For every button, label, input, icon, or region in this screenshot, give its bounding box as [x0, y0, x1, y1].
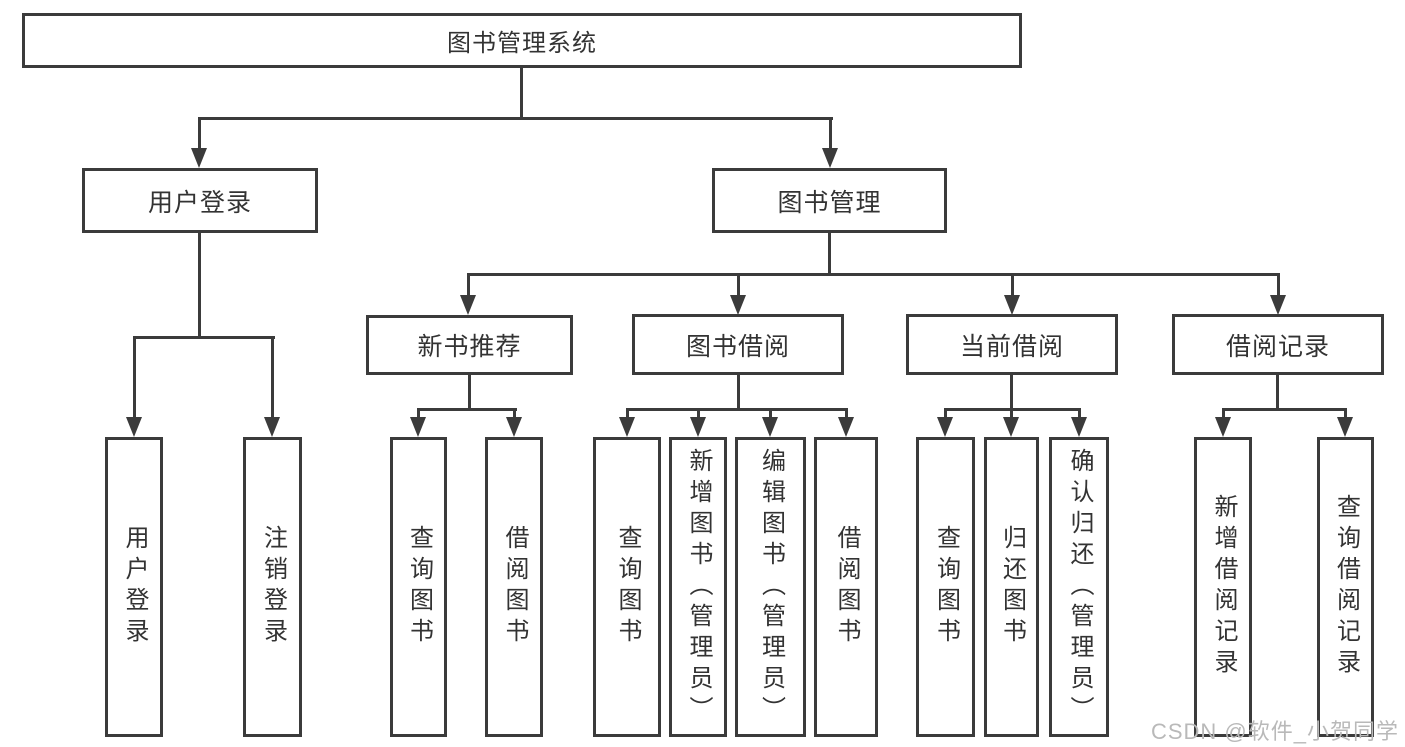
node-book-borrowing: 图书借阅 [632, 314, 844, 375]
connector-line [468, 373, 471, 411]
connector-line [198, 117, 833, 120]
connector-line [198, 117, 201, 150]
leaf-label: 查询借阅记录 [1332, 494, 1360, 680]
leaf-confirm-return-admin: 确认归还（管理员） [1049, 437, 1109, 737]
node-borrowing-records: 借阅记录 [1172, 314, 1384, 375]
connector-line [1344, 408, 1347, 420]
arrow-down-icon [1004, 295, 1020, 315]
node-new-book-recommend: 新书推荐 [366, 315, 573, 375]
connector-line [769, 408, 772, 420]
leaf-add-borrow-record: 新增借阅记录 [1194, 437, 1252, 737]
leaf-query-borrow-record: 查询借阅记录 [1317, 437, 1374, 737]
connector-line [1276, 373, 1279, 411]
leaf-label: 查询图书 [932, 525, 960, 649]
arrow-down-icon [1003, 417, 1019, 437]
leaf-label: 借阅图书 [501, 525, 528, 649]
leaf-query-books: 查询图书 [390, 437, 447, 737]
arrow-down-icon [1071, 417, 1087, 437]
arrow-down-icon [838, 417, 854, 437]
arrow-down-icon [460, 295, 476, 315]
connector-line [1011, 273, 1014, 297]
connector-line [1277, 273, 1280, 297]
connector-line [417, 408, 420, 420]
arrow-down-icon [264, 417, 280, 437]
leaf-label: 借阅图书 [833, 525, 860, 649]
leaf-label: 归还图书 [998, 525, 1026, 649]
leaf-label: 确认归还（管理员） [1066, 447, 1093, 727]
node-current-borrowing: 当前借阅 [906, 314, 1118, 375]
connector-line [513, 408, 516, 420]
leaf-query-books: 查询图书 [593, 437, 661, 737]
leaf-return-books: 归还图书 [984, 437, 1039, 737]
arrow-down-icon [937, 417, 953, 437]
leaf-label: 查询图书 [614, 525, 641, 649]
arrow-down-icon [191, 148, 207, 168]
leaf-borrow-books: 借阅图书 [485, 437, 543, 737]
node-user-login-branch: 用户登录 [82, 168, 318, 233]
arrow-down-icon [1270, 295, 1286, 315]
arrow-down-icon [1215, 417, 1231, 437]
connector-line [133, 336, 275, 339]
leaf-label: 用户登录 [121, 525, 148, 649]
leaf-user-login: 用户登录 [105, 437, 163, 737]
arrow-down-icon [506, 417, 522, 437]
connector-line [737, 273, 740, 297]
connector-line [1010, 373, 1013, 411]
leaf-label: 新增借阅记录 [1210, 494, 1237, 680]
connector-line [944, 408, 947, 420]
node-book-management-branch: 图书管理 [712, 168, 947, 233]
arrow-down-icon [619, 417, 635, 437]
connector-line [626, 408, 629, 420]
leaf-label: 编辑图书（管理员） [757, 447, 785, 727]
connector-line [520, 66, 523, 119]
connector-line [1222, 408, 1347, 411]
arrow-down-icon [762, 417, 778, 437]
leaf-label: 查询图书 [405, 525, 433, 649]
connector-line [626, 408, 848, 411]
arrow-down-icon [822, 148, 838, 168]
arrow-down-icon [1337, 417, 1353, 437]
csdn-watermark: CSDN @软件_小贺同学 [1150, 719, 1399, 744]
connector-line [271, 336, 274, 419]
arrow-down-icon [730, 295, 746, 315]
leaf-query-books: 查询图书 [916, 437, 975, 737]
node-root-system: 图书管理系统 [22, 13, 1022, 68]
connector-line [697, 408, 700, 420]
leaf-label: 新增图书（管理员） [685, 447, 712, 727]
arrow-down-icon [126, 417, 142, 437]
connector-line [417, 408, 517, 411]
connector-line [1222, 408, 1225, 420]
leaf-borrow-books: 借阅图书 [814, 437, 878, 737]
connector-line [737, 373, 740, 411]
connector-line [1010, 408, 1013, 420]
connector-line [198, 231, 201, 338]
leaf-label: 注销登录 [259, 525, 287, 649]
leaf-add-books-admin: 新增图书（管理员） [669, 437, 727, 737]
connector-line [467, 273, 470, 297]
arrow-down-icon [690, 417, 706, 437]
leaf-logout: 注销登录 [243, 437, 302, 737]
connector-line [828, 231, 831, 276]
connector-line [467, 273, 1279, 276]
connector-line [133, 336, 136, 419]
leaf-edit-books-admin: 编辑图书（管理员） [735, 437, 806, 737]
connector-line [829, 117, 832, 150]
arrow-down-icon [410, 417, 426, 437]
connector-line [1078, 408, 1081, 420]
connector-line [845, 408, 848, 420]
